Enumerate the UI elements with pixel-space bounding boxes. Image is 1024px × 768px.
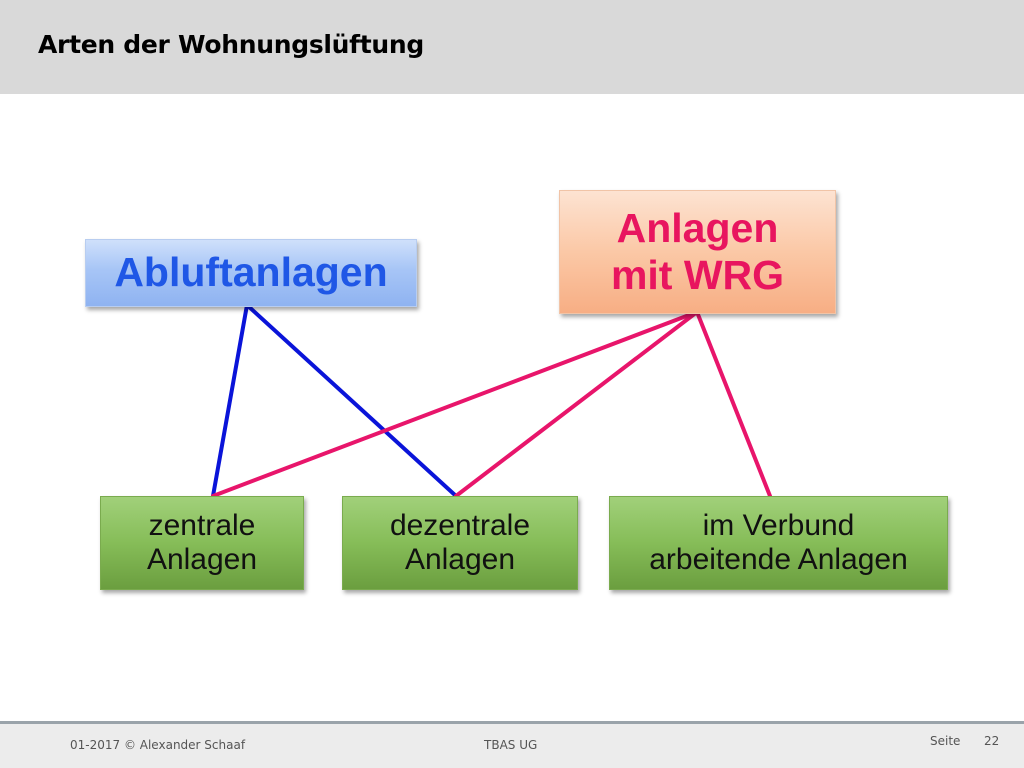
- node-dezentrale-anlagen-label: dezentrale Anlagen: [389, 508, 531, 577]
- slide-title: Arten der Wohnungslüftung: [38, 30, 424, 59]
- node-dezentrale-anlagen: dezentrale Anlagen: [342, 496, 578, 590]
- footer-company: TBAS UG: [484, 738, 538, 752]
- slide-header: Arten der Wohnungslüftung: [0, 0, 1024, 94]
- footer-page-number: 22: [984, 734, 1000, 748]
- footer-divider: [0, 721, 1024, 724]
- node-anlagen-mit-wrg: Anlagen mit WRG: [559, 190, 836, 314]
- node-zentrale-anlagen: zentrale Anlagen: [100, 496, 304, 590]
- edge-wrg-dezentral: [454, 310, 699, 498]
- edge-abluft-dezentral: [245, 303, 458, 498]
- node-anlagen-mit-wrg-label: Anlagen mit WRG: [610, 204, 785, 298]
- node-abluftanlagen-label: Abluftanlagen: [114, 249, 388, 296]
- node-abluftanlagen: Abluftanlagen: [85, 239, 417, 307]
- footer-page-label: Seite: [930, 734, 961, 748]
- footer-copyright: 01-2017 © Alexander Schaaf: [70, 738, 246, 752]
- node-zentrale-anlagen-label: zentrale Anlagen: [146, 508, 258, 577]
- edge-wrg-zentral: [211, 310, 699, 498]
- edge-wrg-verbund: [695, 310, 772, 498]
- node-verbund-anlagen: im Verbund arbeitende Anlagen: [609, 496, 948, 590]
- slide-footer: [0, 724, 1024, 768]
- node-verbund-anlagen-label: im Verbund arbeitende Anlagen: [649, 508, 908, 577]
- edge-abluft-zentral: [211, 303, 249, 498]
